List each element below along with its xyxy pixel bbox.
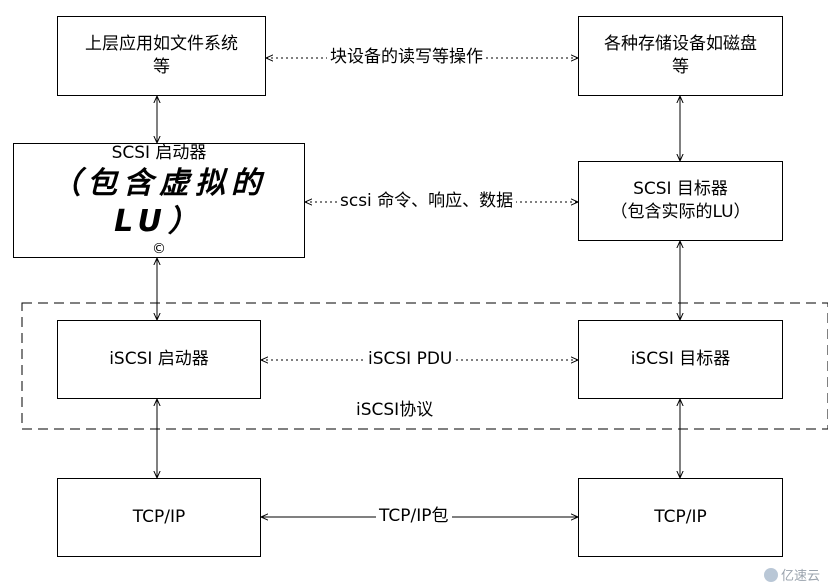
storage-devices-box: 各种存储设备如磁盘 等 (578, 16, 783, 96)
iscsi-initiator-label: iSCSI 启动器 (109, 349, 209, 370)
scsi-target-title: SCSI 目标器 (633, 179, 728, 200)
tcp-left-label: TCP/IP (132, 507, 186, 528)
upper-app-line1: 上层应用如文件系统 (85, 34, 238, 55)
virtual-lu-text: （包含虚拟的LU） (51, 166, 267, 239)
tcp-left-box: TCP/IP (57, 478, 261, 557)
tcp-right-label: TCP/IP (654, 507, 707, 528)
scsi-target-subtitle: （包含实际的LU） (610, 202, 751, 222)
copyright-mark: © (152, 241, 166, 258)
iscsi-initiator-box: iSCSI 启动器 (57, 320, 261, 399)
scsi-cmds-label: scsi 命令、响应、数据 (337, 191, 517, 212)
upper-app-box: 上层应用如文件系统 等 (57, 16, 266, 96)
block-ops-label: 块设备的读写等操作 (327, 47, 486, 68)
upper-app-line2: 等 (153, 57, 170, 77)
scsi-initiator-box: SCSI 启动器 （包含虚拟的LU） © (13, 143, 305, 258)
tcp-packet-label: TCP/IP包 (376, 506, 452, 527)
watermark-logo-icon (763, 567, 778, 582)
iscsi-pdu-label: iSCSI PDU (365, 349, 456, 370)
protocol-region-border (21, 302, 828, 430)
scsi-target-box: SCSI 目标器 （包含实际的LU） (578, 161, 783, 241)
scsi-initiator-title: SCSI 启动器 (111, 143, 207, 164)
iscsi-target-label: iSCSI 目标器 (630, 349, 731, 370)
iscsi-target-box: iSCSI 目标器 (578, 320, 783, 399)
storage-devices-line2: 等 (672, 57, 689, 77)
tcp-right-box: TCP/IP (578, 478, 783, 557)
storage-devices-line1: 各种存储设备如磁盘 (604, 34, 757, 55)
watermark-text: 亿速云 (780, 569, 820, 584)
iscsi-protocol-label: iSCSI协议 (356, 400, 434, 420)
watermark: 亿速云 (763, 565, 820, 584)
